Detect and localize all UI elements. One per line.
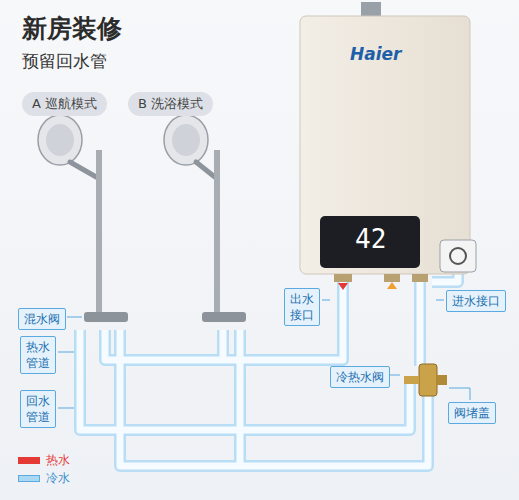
callout-box: 回水管道	[20, 390, 56, 428]
mode-pill: A 巡航模式	[22, 92, 107, 116]
callout-box: 混水阀	[18, 308, 66, 330]
mode-pill: B 洗浴模式	[128, 92, 213, 116]
callout-text: 热水管道	[26, 339, 50, 371]
callout-text: 混水阀	[24, 311, 60, 327]
subtitle-wrap: 预留回水管	[22, 50, 107, 73]
legend-row: 热水	[18, 452, 70, 469]
callout-box: 进水接口	[446, 290, 506, 312]
callout-box: 热水管道	[20, 336, 56, 374]
title: 新房装修	[22, 12, 122, 45]
legend-swatch	[18, 457, 40, 464]
display-reading-wrap: 42	[355, 224, 386, 254]
callout-text: 进水接口	[452, 293, 500, 309]
title-block: 新房装修	[22, 12, 122, 45]
circulation-pump	[440, 240, 476, 272]
callout-box: 阀堵盖	[448, 402, 496, 424]
callout-box: 冷热水阀	[330, 366, 390, 388]
callout-text: 出水接口	[290, 291, 314, 323]
callout-text: 阀堵盖	[454, 405, 490, 421]
shower-left	[38, 115, 128, 322]
leader-lines	[58, 300, 470, 408]
brass-valve	[404, 364, 447, 396]
callout-text: 回水管道	[26, 393, 50, 425]
callout-box: 出水接口	[284, 288, 320, 326]
callout-text: B 洗浴模式	[138, 95, 203, 113]
shower-right	[164, 115, 246, 322]
pipes	[80, 272, 458, 466]
legend-text: 热水	[46, 452, 70, 469]
subtitle: 预留回水管	[22, 50, 107, 73]
brand-logo: Haier	[350, 44, 401, 64]
callout-text: A 巡航模式	[32, 95, 97, 113]
legend-swatch	[18, 475, 40, 482]
callout-text: 冷热水阀	[336, 369, 384, 385]
display-reading: 42	[355, 224, 386, 254]
legend-text: 冷水	[46, 470, 70, 487]
legend-row: 冷水	[18, 470, 70, 487]
brand-logo-wrap: Haier	[350, 44, 401, 64]
